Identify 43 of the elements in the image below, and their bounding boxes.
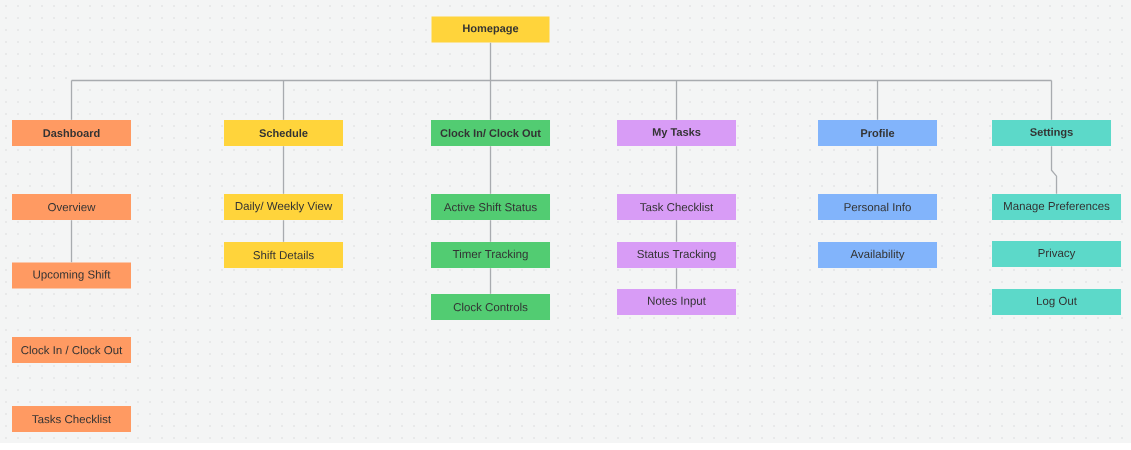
page-box: Shift Details [224,242,343,268]
root-page-box: Homepage [431,16,550,43]
page-box: Log Out [992,289,1121,315]
connector-line [70,145,73,195]
connector-line [70,219,73,263]
page-box: Notes Input [617,289,736,315]
connector-line [876,79,879,121]
page-box: Daily/ Weekly View [224,194,343,220]
page-box: Clock In / Clock Out [12,337,131,363]
section-box: Profile [818,120,937,146]
connector-line [282,145,285,195]
connector-line [675,79,678,121]
connector-line [70,79,73,121]
section-box: My Tasks [617,120,736,146]
connector-line [675,267,678,290]
section-box: Clock In/ Clock Out [431,120,550,146]
connector-line [282,79,285,121]
connector-line [1050,145,1058,195]
page-box: Active Shift Status [431,194,550,220]
page-box: Personal Info [818,194,937,220]
connector-line [876,145,879,195]
connector-line [1050,79,1053,121]
connector-line [70,42,1053,82]
connector-line [282,219,285,243]
page-box: Clock Controls [431,294,550,320]
page-box: Availability [818,242,937,268]
page-box: Overview [12,194,131,220]
section-box: Settings [992,120,1111,146]
page-box: Timer Tracking [431,242,550,268]
connector-line [489,145,492,195]
connector-line [675,145,678,195]
section-box: Schedule [224,120,343,146]
page-box: Manage Preferences [992,194,1121,220]
page-box: Status Tracking [617,242,736,268]
page-box: Privacy [992,241,1121,267]
page-box: Task Checklist [617,194,736,220]
page-box: Tasks Checklist [12,406,131,432]
connector-line [675,219,678,243]
page-box: Upcoming Shift [12,262,131,289]
section-box: Dashboard [12,120,131,146]
connector-line [489,267,492,295]
connector-line [489,79,492,121]
connector-line [489,219,492,243]
